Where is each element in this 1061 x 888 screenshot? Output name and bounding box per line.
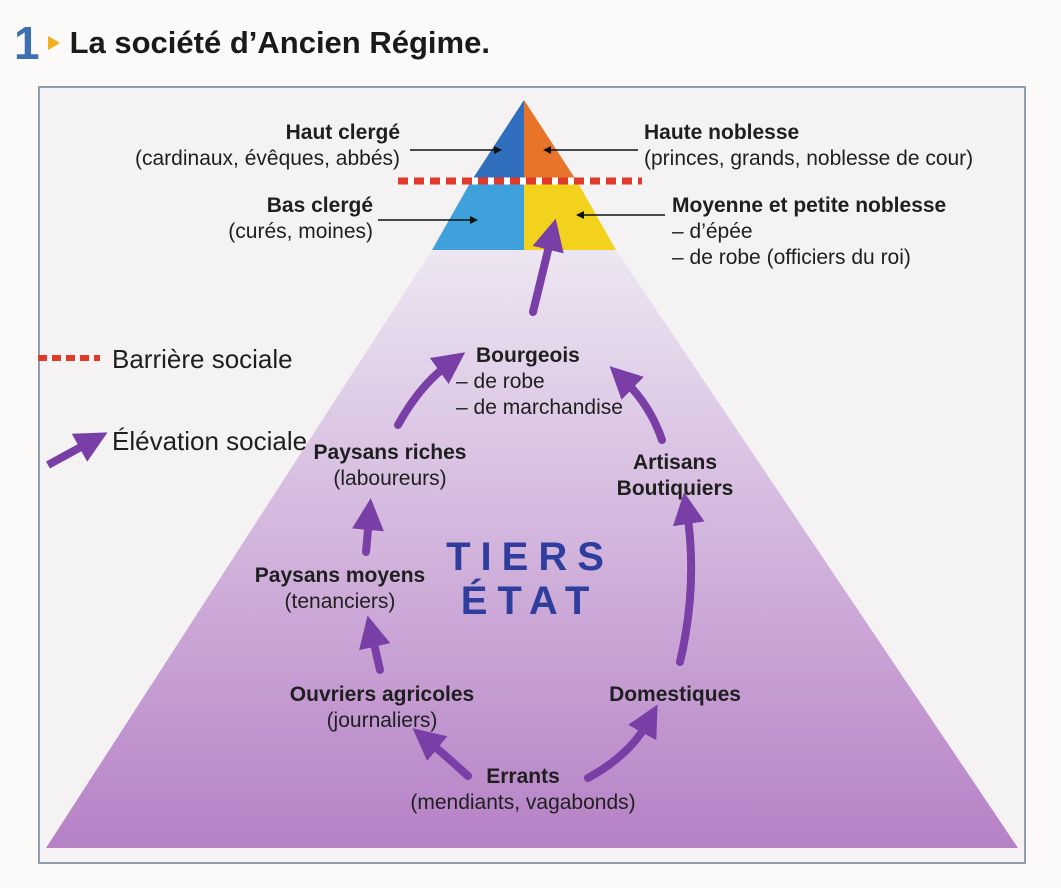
label-ouvriers-agricoles: Ouvriers agricoles (journaliers) — [289, 683, 475, 732]
label-artisans-boutiquiers: Artisans Boutiquiers — [616, 451, 734, 500]
bas-clerge-zone — [432, 183, 524, 250]
tiers-etat-zone — [46, 250, 1018, 848]
moyenne-noblesse-zone — [524, 183, 616, 250]
label-haute-noblesse: Haute noblesse (princes, grands, nobless… — [644, 121, 974, 170]
tiers-etat-title: TIERS ÉTAT — [446, 535, 614, 623]
label-bas-clerge: Bas clergé (curés, moines) — [228, 194, 373, 243]
legend-barrier-label: Barrière sociale — [112, 344, 293, 374]
label-paysans-riches: Paysans riches (laboureurs) — [313, 441, 467, 490]
label-bourgeois: Bourgeois – de robe – de marchandise — [456, 344, 623, 419]
label-haut-clerge: Haut clergé (cardinaux, évêques, abbés) — [135, 121, 400, 170]
label-paysans-moyens: Paysans moyens (tenanciers) — [254, 564, 426, 613]
arrow-errants-to-domestiques — [584, 704, 658, 782]
arrow-artisans-to-bourgeois — [609, 366, 666, 444]
haut-clerge-zone — [470, 100, 524, 183]
label-domestiques: Domestiques — [609, 683, 741, 706]
legend-elevation-label: Élévation sociale — [112, 426, 308, 456]
arrow-riches-to-bourgeois — [394, 352, 466, 429]
haute-noblesse-zone — [524, 100, 578, 183]
figure-header: 1 La société d’Ancien Régime. — [14, 18, 490, 68]
arrow-moyens-to-riches — [352, 498, 384, 556]
label-moyenne-noblesse: Moyenne et petite noblesse – d’épée – de… — [672, 194, 947, 269]
figure-title: La société d’Ancien Régime. — [69, 25, 490, 60]
label-errants: Errants (mendiants, vagabonds) — [410, 765, 636, 814]
legend-elevation-arrow — [46, 432, 108, 469]
arrow-ouvriers-to-moyens — [359, 615, 391, 674]
arrow-domestiques-to-artisans — [672, 492, 705, 666]
arrow-bourgeois-to-noblesse — [529, 218, 564, 316]
arrow-errants-to-ouvriers — [412, 728, 472, 780]
triangle-bullet-icon — [47, 36, 60, 50]
figure-number: 1 — [14, 17, 40, 69]
